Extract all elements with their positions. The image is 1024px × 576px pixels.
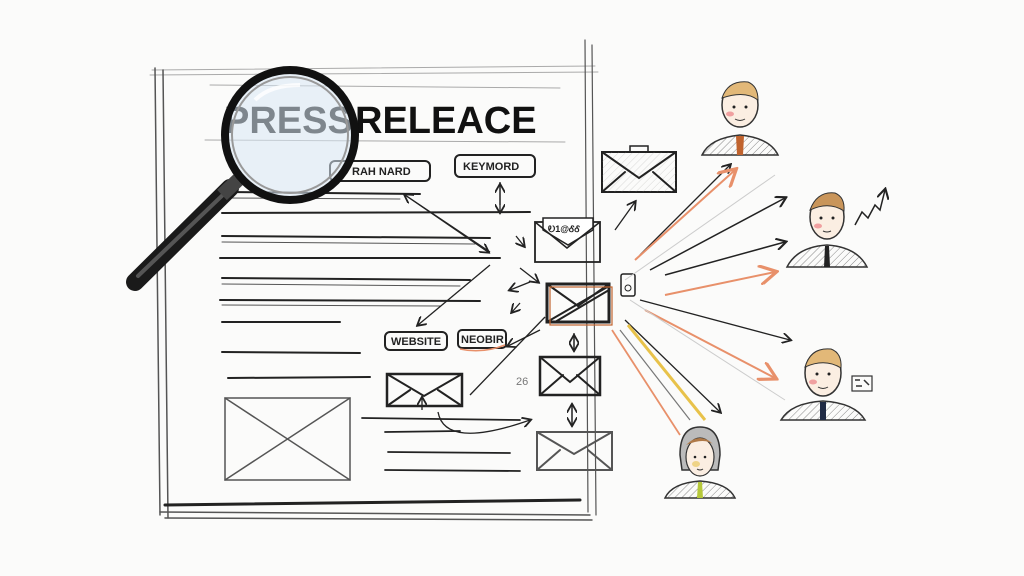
tag-neobir: NEOBIR <box>457 329 507 352</box>
svg-text:NEOBIR: NEOBIR <box>461 334 504 346</box>
svg-text:RELEACE: RELEACE <box>355 100 537 142</box>
person-icon <box>700 81 780 156</box>
envelope-icon <box>545 282 613 326</box>
tag-keyword: KEYMORD <box>454 154 536 178</box>
svg-text:26: 26 <box>516 376 528 388</box>
phone-icon <box>620 273 636 297</box>
svg-text:KEYMORD: KEYMORD <box>463 161 519 173</box>
press-release-document <box>149 39 599 521</box>
svg-text:Ꭷ1@ᎴᎴ: Ꭷ1@ᎴᎴ <box>548 224 581 234</box>
flow-arrows <box>405 182 635 434</box>
envelope-icon: Ꭷ1@ᎴᎴ <box>534 217 601 263</box>
envelope-icon <box>385 372 464 408</box>
qr-code-icon <box>851 375 873 392</box>
svg-text:WEBSITE: WEBSITE <box>391 336 441 348</box>
person-icon <box>663 426 737 499</box>
distribution-arrows <box>611 165 790 436</box>
envelope-icon <box>601 145 677 193</box>
svg-text:RAH NARD: RAH NARD <box>352 166 411 178</box>
image-placeholder <box>224 397 351 481</box>
magnifier-icon <box>126 66 359 291</box>
person-icon <box>779 348 867 421</box>
person-icon <box>785 192 869 268</box>
tag-website: WEBSITE <box>384 331 448 351</box>
envelope-icon: 26 <box>516 355 602 397</box>
trend-chart-icon <box>854 190 885 226</box>
envelope-icon <box>536 431 613 471</box>
